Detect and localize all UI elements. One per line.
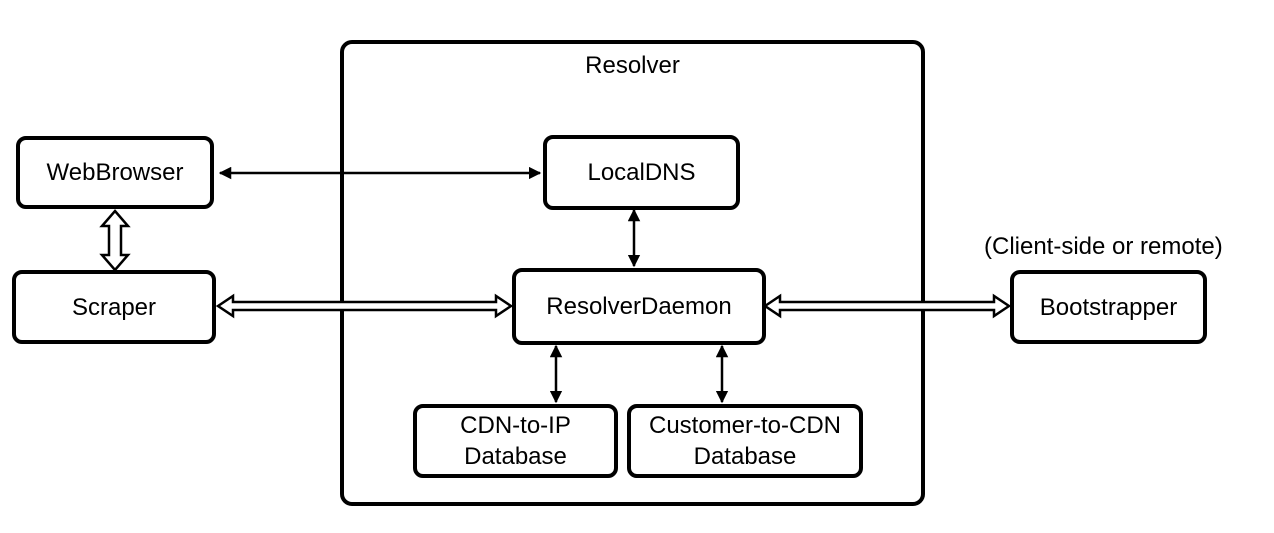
customer-to-cdn-database-node: Customer-to-CDN Database	[627, 404, 863, 478]
resolver-title: Resolver	[585, 52, 680, 79]
bootstrapper-node: Bootstrapper	[1010, 270, 1207, 344]
webbrowser-node: WebBrowser	[16, 136, 214, 209]
bootstrapper-label: Bootstrapper	[1039, 293, 1178, 321]
bootstrapper-note: (Client-side or remote)	[984, 233, 1223, 260]
resolverdaemon-node: ResolverDaemon	[512, 268, 766, 345]
edge-webbrowser-scraper	[99, 209, 131, 272]
webbrowser-label: WebBrowser	[46, 159, 184, 186]
resolver-container: Resolver	[340, 40, 925, 506]
resolverdaemon-label: ResolverDaemon	[546, 293, 732, 320]
scraper-node: Scraper	[12, 270, 216, 344]
localdns-node: LocalDNS	[543, 135, 740, 210]
cdn-to-ip-label-line1: CDN-to-IP	[460, 412, 571, 439]
edge-scraper-resolverdaemon	[215, 293, 514, 319]
edge-resolverdaemon-bootstrapper	[762, 293, 1012, 319]
localdns-label: LocalDNS	[587, 159, 696, 186]
customer-to-cdn-label-line2: Database	[693, 443, 797, 470]
cdn-to-ip-label-line2: Database	[464, 443, 567, 470]
customer-to-cdn-label-line1: Customer-to-CDN	[648, 412, 842, 439]
cdn-to-ip-database-node: CDN-to-IP Database	[413, 404, 618, 478]
scraper-label: Scraper	[71, 293, 157, 321]
